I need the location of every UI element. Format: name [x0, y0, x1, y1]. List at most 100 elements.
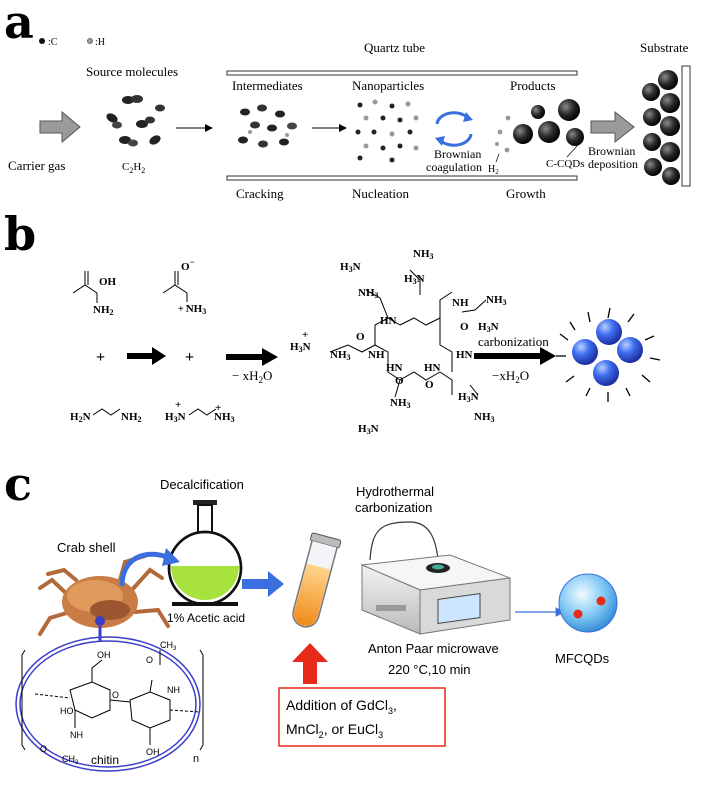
polymer-o-3: O [395, 375, 404, 387]
polymer-o-4: O [425, 379, 434, 391]
polymer-nh3-right: NH3 [486, 294, 507, 307]
brownian-deposition-line1: Brownian [588, 144, 635, 158]
protonated-en-plus-left: + [175, 399, 181, 411]
protonated-en-h3n: H3N [165, 411, 186, 424]
polymer-nh-2: NH [368, 349, 385, 361]
decalcification-label: Decalcification [160, 477, 244, 492]
test-tube [292, 532, 342, 628]
polymer-o-1: O [356, 331, 365, 343]
quartz-tube-top-wall [226, 70, 578, 76]
polymer-h3n-bottom-right: H3N [458, 391, 479, 404]
source-molecule-cluster [106, 95, 165, 147]
zwitterion-nh3: +NH3 [178, 303, 206, 316]
polymer-hn-4: HN [424, 362, 441, 374]
acetic-acid-label: 1% Acetic acid [167, 611, 245, 625]
panel-b: b OH NH2 O− +NH3 + + H2N NH2 H3N + NH3 + [4, 207, 661, 436]
chitin-o-top: O [146, 655, 153, 665]
ethylenediamine-h2n: H2N [70, 411, 91, 424]
chitin-n-subscript: n [193, 753, 199, 765]
chitin-ring-inner [19, 640, 197, 768]
carrier-gas-label: Carrier gas [8, 158, 65, 173]
chitin-ho-left: HO [60, 706, 74, 716]
polymer-nh3-left: NH3 [330, 349, 351, 362]
brownian-coagulation-line1: Brownian [434, 147, 481, 161]
crab-shell-image [38, 554, 170, 636]
alanine-oh: OH [99, 276, 117, 288]
conditions-label: 220 °C,10 min [388, 662, 471, 677]
mfcqds-label: MFCQDs [555, 651, 610, 666]
chitin-oh-top: OH [97, 650, 111, 660]
polymer-nh3-bottom: NH3 [390, 397, 411, 410]
brownian-coagulation-line2: coagulation [426, 160, 482, 174]
deposited-particles [642, 70, 680, 185]
nanoparticles-cluster [355, 99, 419, 163]
polymer-hn-3: HN [386, 362, 403, 374]
reaction-arrow-1 [127, 347, 166, 365]
source-molecules-label: Source molecules [86, 64, 178, 79]
crab-to-flask-arrow [119, 551, 171, 587]
polymer-nh-1: NH [452, 297, 469, 309]
hydrogen-legend-dot [87, 38, 93, 44]
ethylenediamine-nh2: NH2 [121, 411, 142, 424]
substrate-plate [681, 65, 691, 187]
products-cluster [495, 99, 584, 153]
h2-pointer [495, 153, 500, 163]
ethylenediamine-chain [92, 408, 121, 416]
additive-arrow [292, 643, 328, 684]
alanine-nh2: NH2 [93, 304, 114, 317]
polymer-nh3-topright: NH3 [413, 248, 434, 261]
deposition-arrow [590, 110, 635, 144]
coagulation-cycle-icon [435, 111, 473, 147]
plus-sign-1: + [96, 349, 105, 366]
carbonization-label: carbonization [478, 334, 549, 349]
h2-label: H2 [488, 164, 499, 176]
intermediates-label: Intermediates [232, 78, 303, 93]
mfcqd-particle [558, 573, 618, 633]
polymer-h3n-right: H3N [478, 321, 499, 334]
quartz-tube-bottom-wall [226, 175, 578, 181]
protonated-en-nh3: NH3 [214, 411, 235, 424]
carbonization-arrow [474, 347, 556, 365]
carbon-dot-cluster [556, 307, 661, 402]
plus-sign-2: + [185, 349, 194, 366]
nucleation-label: Nucleation [352, 186, 410, 201]
hydrothermal-line2: carbonization [355, 500, 432, 515]
polymer-network [329, 269, 487, 398]
c-cqds-pointer [566, 145, 578, 158]
zwitterion-o: O− [181, 257, 195, 273]
reaction-arrow-2 [226, 348, 278, 366]
polymer-h3n-left: H3N [290, 341, 311, 354]
substrate-label: Substrate [640, 40, 689, 55]
round-flask [167, 500, 243, 606]
alanine-structure [72, 271, 98, 303]
panel-c: c Decalcification 1% Acetic acid Crab sh… [4, 457, 618, 772]
minus-xh2o-label-2: −xH2O [492, 368, 529, 385]
chitin-oh-bottom: OH [146, 747, 160, 757]
crab-to-flask-arrowhead [162, 548, 180, 566]
brownian-deposition-line2: deposition [588, 157, 638, 171]
carbon-legend-dot [39, 38, 45, 44]
polymer-o-2: O [460, 321, 469, 333]
pin-marker-head [95, 616, 105, 626]
growth-label: Growth [506, 186, 546, 201]
polymer-nh3-top: NH3 [358, 287, 379, 300]
chitin-label: chitin [91, 753, 119, 767]
flask-to-tube-arrow [242, 571, 284, 597]
minus-xh2o-label-1: − xH2O [232, 368, 272, 385]
zwitterion-structure [162, 271, 188, 302]
chitin-ring-outer [15, 636, 201, 772]
chitin-structure [21, 649, 204, 751]
carrier-gas-arrow [39, 110, 81, 144]
anton-paar-label: Anton Paar microwave [368, 641, 499, 656]
microwave-reactor [360, 521, 511, 635]
nanoparticles-label: Nanoparticles [352, 78, 424, 93]
protonated-en-chain [188, 408, 217, 416]
panel-b-letter: b [4, 207, 36, 261]
polymer-h3n-mid: H3N [404, 273, 425, 286]
panel-c-letter: c [4, 457, 32, 511]
quartz-tube-label: Quartz tube [364, 40, 425, 55]
cracking-label: Cracking [236, 186, 284, 201]
chitin-nh-left: NH [70, 730, 83, 740]
intermediates-cluster [238, 104, 297, 148]
